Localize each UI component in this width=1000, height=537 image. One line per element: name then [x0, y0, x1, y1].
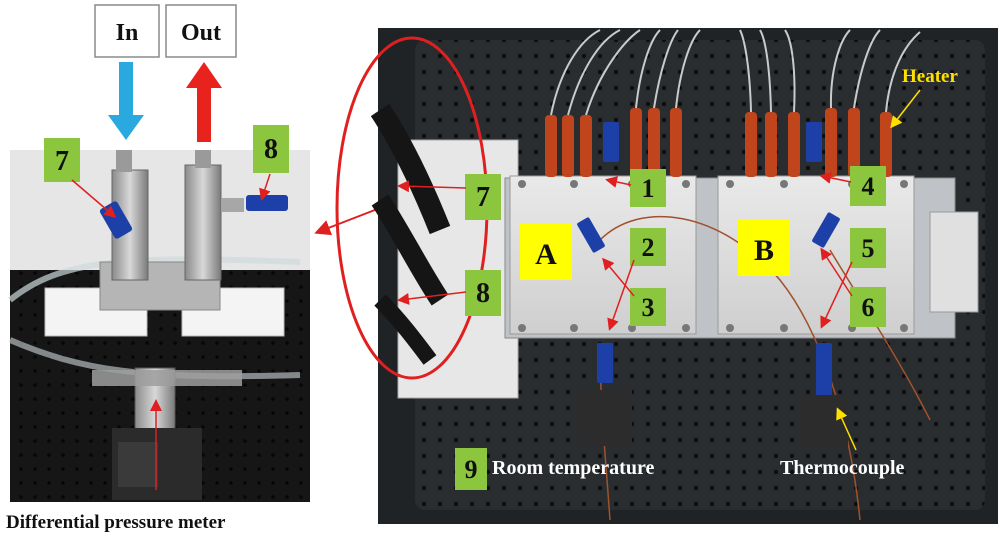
tag-9: 9: [455, 448, 487, 490]
in-label: In: [116, 20, 139, 46]
out-label: Out: [181, 20, 221, 46]
tag-4-text: 4: [862, 172, 875, 201]
tag-1: 1: [630, 169, 666, 207]
tag-7-right-text: 7: [476, 182, 490, 213]
zoom-link-arrow: [314, 207, 381, 236]
tag-8-right-pointer: [397, 291, 467, 305]
thermocouple-pointer: [836, 407, 857, 451]
block-b: B: [738, 220, 790, 276]
differential-pressure-meter-caption: Differential pressure meter: [6, 512, 226, 533]
tag-2: 2: [630, 228, 666, 266]
tag-4-pointer: [819, 171, 852, 184]
right-photo: [370, 28, 998, 524]
in-label-box: In: [94, 4, 160, 58]
tag-3-text: 3: [642, 293, 655, 322]
tag-6-pointer: [820, 247, 853, 297]
tag-7-left-pointer: [71, 179, 117, 218]
out-arrow: [186, 62, 222, 142]
heater-caption: Heater: [902, 66, 958, 87]
tag-6-text: 6: [862, 293, 875, 322]
tag-7-right-pointer: [397, 180, 467, 193]
tag-1-pointer: [605, 176, 632, 188]
tag-1-text: 1: [642, 174, 655, 203]
heater-pointer: [890, 89, 921, 129]
tag-8-left-pointer: [259, 173, 271, 201]
tag-9-text: 9: [465, 455, 478, 484]
block-b-label: B: [754, 234, 774, 267]
block-a: A: [520, 224, 572, 280]
in-arrow: [108, 62, 144, 140]
out-label-box: Out: [165, 4, 237, 58]
tag-2-pointer: [607, 259, 635, 331]
thermocouple-caption: Thermocouple: [780, 457, 905, 479]
tag-8-left: 8: [253, 125, 289, 173]
tag-8-right-text: 8: [476, 278, 490, 309]
tag-6: 6: [850, 287, 886, 327]
tag-8-left-text: 8: [264, 134, 278, 165]
tag-2-text: 2: [642, 233, 655, 262]
tag-7-left: 7: [44, 138, 80, 182]
tag-3-pointer: [602, 257, 635, 297]
tag-7-right: 7: [465, 174, 501, 220]
tag-5: 5: [850, 228, 886, 268]
left-photo: [8, 150, 310, 502]
tag-5-text: 5: [862, 234, 875, 263]
block-a-label: A: [535, 238, 557, 271]
tag-7-left-text: 7: [55, 146, 69, 177]
tag-3: 3: [630, 288, 666, 326]
room-temperature-caption: Room temperature: [492, 457, 654, 479]
tag-5-pointer: [820, 261, 853, 329]
tag-8-right: 8: [465, 270, 501, 316]
tag-4: 4: [850, 166, 886, 206]
